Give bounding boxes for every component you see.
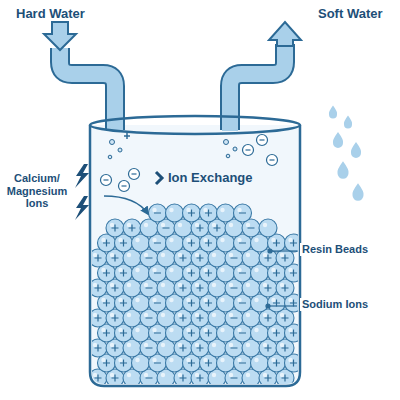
tank-outline (90, 125, 300, 386)
resin-bead (166, 204, 184, 222)
ion (119, 181, 130, 192)
part-label: Resin Beads (300, 243, 370, 256)
droplet (329, 106, 337, 119)
ion (101, 175, 112, 186)
ion (129, 169, 140, 180)
droplet (333, 132, 343, 148)
part-label: Calcium/ Magnesium Ions (2, 172, 72, 210)
resin-bead (234, 204, 252, 222)
droplet (337, 161, 348, 179)
flow-label: Hard Water (16, 7, 85, 22)
resin-bead (259, 219, 277, 237)
resin-bead (123, 219, 141, 237)
process-label: Ion Exchange (168, 171, 253, 186)
hard-water-pipe (44, 22, 115, 131)
ion (267, 155, 278, 166)
resin-bead (183, 204, 201, 222)
ion (257, 135, 268, 146)
leader-lines (266, 249, 297, 308)
resin-bead (200, 204, 218, 222)
exchange-arrow (104, 196, 148, 214)
tank-rim (90, 116, 300, 134)
tank-body (90, 125, 300, 386)
soft-water-pipe (230, 22, 301, 131)
flow-label: Soft Water (318, 7, 383, 22)
free-ions (101, 135, 278, 192)
resin-bead (149, 204, 167, 222)
lightning-bolts (75, 164, 89, 220)
water-droplets (329, 106, 364, 201)
ion (243, 145, 254, 156)
bubbles (108, 140, 237, 159)
resin-bead (106, 219, 124, 237)
plus-sign (124, 133, 130, 139)
droplet (351, 142, 361, 158)
droplet (344, 116, 352, 129)
resin-bead (217, 204, 235, 222)
chevron (156, 172, 162, 184)
part-label: Sodium Ions (300, 298, 370, 311)
droplet (352, 183, 363, 201)
resin-beads-group (89, 204, 303, 387)
